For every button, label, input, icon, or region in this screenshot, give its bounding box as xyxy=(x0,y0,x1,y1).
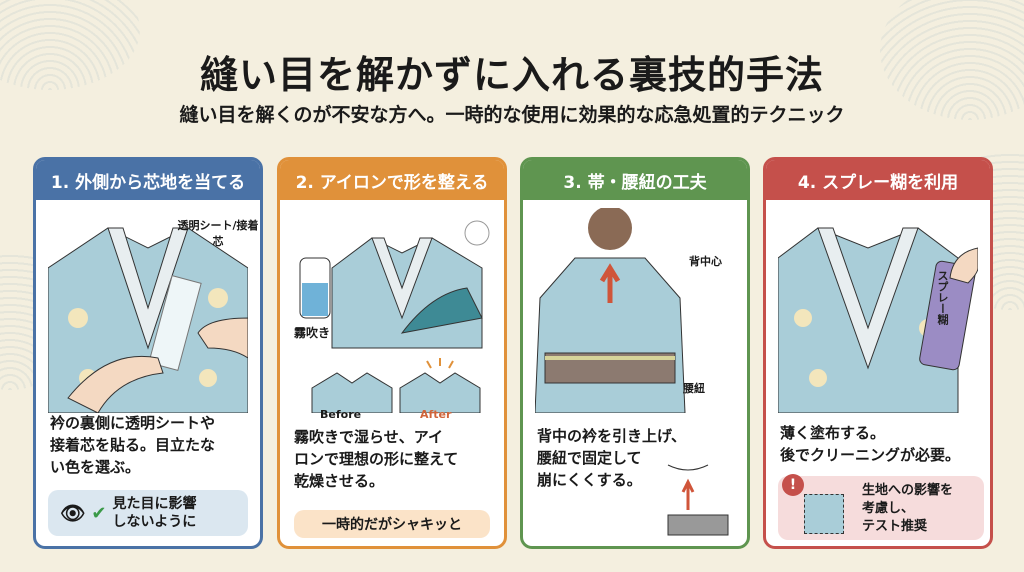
page-title: 縫い目を解かずに入れる裏技的手法 xyxy=(199,53,824,97)
page-subtitle: 縫い目を解くのが不安な方へ。一時的な使用に効果的な応急処置的テクニック xyxy=(179,104,845,126)
kimono-collar-illustration xyxy=(48,227,248,413)
panel-2: 2. アイロンで形を整える 霧吹き Before After 霧吹きで湿らせ、ア… xyxy=(277,157,507,549)
desc-line: 後でクリーニングが必要。 xyxy=(780,446,961,464)
panel-description: 背中の衿を引き上げ、 腰紐で固定して 崩にくくする。 xyxy=(537,425,737,491)
panel-header: 2. アイロンで形を整える xyxy=(280,160,504,200)
note-line: テスト推奨 xyxy=(862,519,928,534)
before-label: Before xyxy=(320,408,362,421)
desc-line: い色を選ぶ。 xyxy=(50,458,141,476)
note-line: しないように xyxy=(112,514,197,530)
spray-starch-illustration xyxy=(778,227,978,413)
back-center-label: 背中心 xyxy=(689,255,722,268)
waist-cord-label: 腰紐 xyxy=(683,382,705,395)
desc-line: 腰紐で固定して xyxy=(537,449,642,467)
panel-1: 1. 外側から芯地を当てる 透明シート/接着芯 衿の裏側に透明シートや 接着芯を… xyxy=(33,157,263,549)
after-label: After xyxy=(420,408,452,421)
check-icon: ✔ xyxy=(91,502,107,524)
desc-line: 接着芯を貼る。目立たな xyxy=(50,436,216,454)
spray-label: 霧吹き xyxy=(294,326,331,340)
note-line: 考慮し、 xyxy=(862,501,915,516)
panel-3: 3. 帯・腰紐の工夫 背中心 腰紐 背中の衿を引き上げ、 腰紐で固定して 崩にく… xyxy=(520,157,750,549)
obi-back-illustration xyxy=(535,208,686,413)
panel-description: 衿の裏側に透明シートや 接着芯を貼る。目立たな い色を選ぶ。 xyxy=(50,412,250,478)
tip-note: 👁 ✔ 見た目に影響しないように xyxy=(48,490,248,536)
fabric-swatch-icon xyxy=(804,494,844,534)
panel-header: 1. 外側から芯地を当てる xyxy=(36,160,260,200)
desc-line: 背中の衿を引き上げ、 xyxy=(537,427,686,445)
panel-header: 4. スプレー糊を利用 xyxy=(766,160,990,200)
iron-and-spray-illustration xyxy=(299,220,490,413)
panel-4: 4. スプレー糊を利用 スプレー糊 薄く塗布する。 後でクリーニングが必要。 !… xyxy=(763,157,993,549)
tip-note: 一時的だがシャキッと xyxy=(294,510,490,538)
warning-note: ! 生地への影響を 考慮し、 テスト推奨 xyxy=(778,474,984,540)
note-line: 見た目に影響 xyxy=(112,496,197,512)
note-line: 生地への影響を xyxy=(862,483,954,498)
panel-header: 3. 帯・腰紐の工夫 xyxy=(523,160,747,200)
desc-line: 衿の裏側に透明シートや xyxy=(50,414,216,432)
eye-icon: 👁 xyxy=(60,501,86,525)
can-label: スプレー糊 xyxy=(936,270,949,325)
desc-line: ロンで理想の形に整えて xyxy=(294,450,459,468)
desc-line: 霧吹きで湿らせ、アイ xyxy=(294,428,443,446)
panel-description: 薄く塗布する。 後でクリーニングが必要。 xyxy=(780,422,980,466)
desc-line: 薄く塗布する。 xyxy=(780,424,886,442)
panel-description: 霧吹きで湿らせ、アイ ロンで理想の形に整えて 乾燥させる。 xyxy=(294,426,494,492)
desc-line: 乾燥させる。 xyxy=(294,472,385,490)
desc-line: 崩にくくする。 xyxy=(537,471,642,489)
warning-icon: ! xyxy=(782,474,804,496)
sheet-label: 透明シート/接着芯 xyxy=(177,219,259,248)
small-back-illustration xyxy=(667,464,729,536)
